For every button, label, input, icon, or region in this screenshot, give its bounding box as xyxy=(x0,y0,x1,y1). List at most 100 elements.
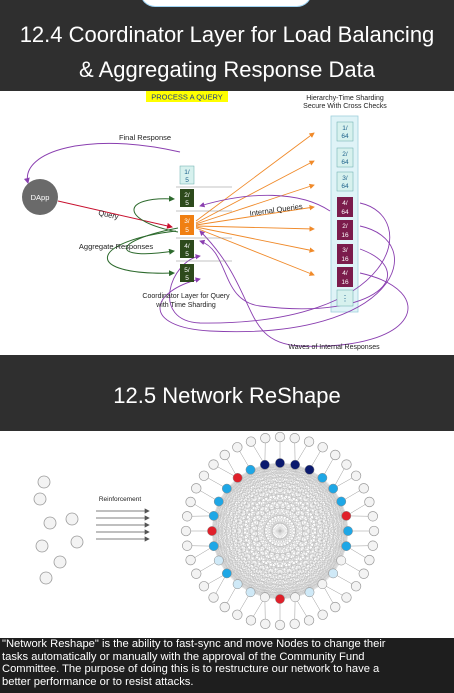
outer-node xyxy=(245,615,257,626)
coordinator-caption-line2: with Time Sharding xyxy=(155,302,216,309)
coord-block-2-bottom: 5 xyxy=(185,200,189,207)
response-wave xyxy=(169,202,391,324)
network-edge xyxy=(226,488,347,517)
network-edge xyxy=(237,477,347,547)
outer-node xyxy=(191,483,202,494)
inner-node xyxy=(221,483,232,494)
network-edge xyxy=(213,530,349,547)
outer-node xyxy=(219,601,230,613)
inner-node xyxy=(343,526,353,536)
coord-block-1: 1/ 5 xyxy=(179,165,195,185)
internal-query-arrow xyxy=(195,160,315,224)
outer-node xyxy=(274,431,286,443)
outer-node xyxy=(317,609,328,620)
network-edge xyxy=(264,464,334,489)
network-edge xyxy=(237,477,349,532)
inner-node xyxy=(260,592,270,603)
aggregate-loop-3 xyxy=(107,230,177,277)
network-edge xyxy=(264,464,334,574)
network-edge xyxy=(264,464,310,593)
network-edge xyxy=(226,501,342,574)
network-edge xyxy=(264,464,323,585)
inner-node xyxy=(336,496,347,507)
reshape-diagram: Reinforcement xyxy=(0,431,454,638)
network-edge xyxy=(237,477,310,593)
response-wave xyxy=(199,239,389,310)
outer-node xyxy=(198,581,210,592)
process-label-bg xyxy=(146,91,228,102)
network-edge xyxy=(250,477,323,593)
shard-block-8: ⋮ xyxy=(336,289,354,307)
shard-block-3-bottom: 64 xyxy=(341,183,349,190)
inner-node xyxy=(304,464,315,475)
network-edge xyxy=(213,477,238,547)
network-edge xyxy=(279,462,323,585)
internal-query-arrow xyxy=(195,226,315,253)
outer-node xyxy=(303,615,315,626)
network-edge xyxy=(213,546,265,598)
inner-node xyxy=(232,472,243,483)
network-edge xyxy=(237,469,310,585)
shard-block-5: 2/ 16 xyxy=(337,220,353,240)
inner-node xyxy=(328,568,339,579)
network-edge xyxy=(250,469,334,489)
hierarchy-title-line1: Hierarchy-Time Sharding xyxy=(306,95,384,102)
network-edge xyxy=(218,501,296,598)
inner-node xyxy=(275,458,285,468)
network-edge xyxy=(237,462,281,585)
coord-block-5: 5/ 5 xyxy=(180,264,194,282)
outer-node xyxy=(358,568,369,579)
inner-node xyxy=(341,511,352,521)
network-edge xyxy=(213,515,310,593)
shard-block-2-top: 2/ xyxy=(342,151,348,158)
reinforcement-label: Reinforcement xyxy=(99,496,141,503)
outer-node xyxy=(182,511,193,522)
network-edge xyxy=(218,464,266,561)
network-edge xyxy=(250,469,266,598)
network-edge xyxy=(264,464,310,470)
network-edge xyxy=(226,488,349,532)
coord-block-1-bottom: 5 xyxy=(185,177,189,184)
response-wave xyxy=(159,225,395,333)
network-edge xyxy=(250,469,342,502)
network-edge xyxy=(218,469,310,561)
internal-query-arrow xyxy=(195,183,315,225)
aggregate-responses-label: Aggregate Responses xyxy=(79,242,153,251)
network-edge xyxy=(294,464,310,593)
coordinator-diagram: PROCESS A QUERY Hierarchy-Time Sharding … xyxy=(0,91,454,355)
network-edge xyxy=(226,464,266,574)
network-edge xyxy=(264,464,342,502)
shard-block-3: 3/ 64 xyxy=(336,171,354,192)
reinforcement-arrows xyxy=(96,508,150,542)
network-edge xyxy=(213,501,342,517)
inner-node xyxy=(208,511,219,521)
shard-block-6-bottom: 16 xyxy=(341,256,349,263)
network-edge xyxy=(264,464,349,532)
outer-node xyxy=(180,525,192,537)
network-edge xyxy=(264,464,296,598)
network-edge xyxy=(237,464,266,585)
network-edge xyxy=(211,530,347,547)
network-edge xyxy=(218,469,251,561)
network-edge xyxy=(237,477,342,561)
coord-block-2: 2/ 5 xyxy=(180,189,194,207)
free-node xyxy=(37,475,51,489)
inner-node xyxy=(213,496,224,507)
network-edge xyxy=(218,488,334,561)
section-title-line2: & Aggregating Response Data xyxy=(79,57,375,82)
network-edge xyxy=(250,464,266,593)
section-banner-reshape: 12.5 Network ReShape xyxy=(0,355,454,431)
network-edge xyxy=(294,469,310,598)
network-edge xyxy=(279,477,323,600)
shard-block-5-bottom: 16 xyxy=(341,232,349,239)
network-edge xyxy=(250,469,342,561)
final-response-label: Final Response xyxy=(119,133,171,142)
network-edge xyxy=(213,464,265,516)
coord-block-3-bottom: 5 xyxy=(185,227,189,234)
network-edge xyxy=(218,515,347,561)
network-edge xyxy=(213,501,342,547)
network-edge xyxy=(213,515,323,585)
response-wave xyxy=(199,194,331,212)
inner-node xyxy=(290,459,300,470)
waves-label: Waves of Internal Responses xyxy=(288,344,380,351)
